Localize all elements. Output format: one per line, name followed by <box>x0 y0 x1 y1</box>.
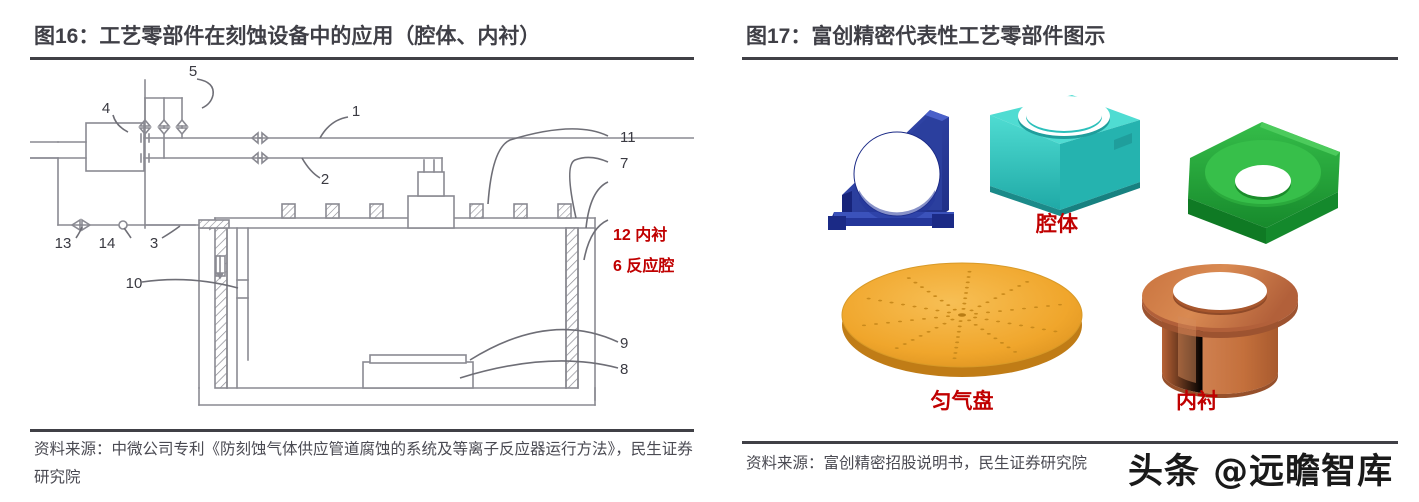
callout-10: 10 <box>126 275 143 292</box>
callout-8: 8 <box>620 361 628 378</box>
red-label-liner: 12 内衬 <box>613 227 668 244</box>
figure-panel-left: 图16：工艺零部件在刻蚀设备中的应用（腔体、内衬） <box>30 0 694 502</box>
callout-9: 9 <box>620 335 628 352</box>
callout-7: 7 <box>620 155 628 172</box>
part-cavity <box>990 95 1140 216</box>
etching-equipment-diagram: 5 4 1 2 3 13 14 10 11 7 9 8 12 内衬 6 反应腔 <box>30 60 694 426</box>
figure-left-title-rule <box>30 57 694 60</box>
callout-1: 1 <box>352 103 360 120</box>
figure-right-source: 资料来源：富创精密招股说明书，民生证券研究院 <box>746 455 1088 472</box>
callout-11: 11 <box>620 129 636 146</box>
figure-left-title: 图16：工艺零部件在刻蚀设备中的应用（腔体、内衬） <box>34 25 541 48</box>
callout-14: 14 <box>99 235 116 252</box>
callout-2: 2 <box>321 171 329 188</box>
part-caption-cavity: 腔体 <box>1036 213 1078 236</box>
figure-right-title: 图17：富创精密代表性工艺零部件图示 <box>746 25 1106 48</box>
figure-left-source: 资料来源：中微公司专利《防刻蚀气体供应管道腐蚀的系统及等离子反应器运行方法》，民… <box>34 441 693 486</box>
red-label-chamber: 6 反应腔 <box>613 258 675 275</box>
process-parts-figure: 腔体 匀气盘 内衬 <box>742 60 1398 438</box>
callout-4: 4 <box>102 100 110 117</box>
figure-panel-right: 图17：富创精密代表性工艺零部件图示 <box>742 0 1398 502</box>
part-liner <box>1142 264 1298 398</box>
callout-3: 3 <box>150 235 158 252</box>
part-caption-gas-plate: 匀气盘 <box>930 390 994 413</box>
part-green-hex-flange <box>1188 122 1340 244</box>
part-caption-liner: 内衬 <box>1176 390 1218 413</box>
figure-right-source-rule <box>742 441 1398 444</box>
part-gas-distribution-plate <box>841 262 1083 377</box>
callout-13: 13 <box>55 235 72 252</box>
callout-5: 5 <box>189 63 197 80</box>
figure-left-source-rule <box>30 429 694 432</box>
watermark-logo: 头条 @远瞻智库 <box>1128 452 1394 492</box>
figure-right-title-rule <box>742 57 1398 60</box>
part-blue-bracket <box>828 110 954 230</box>
